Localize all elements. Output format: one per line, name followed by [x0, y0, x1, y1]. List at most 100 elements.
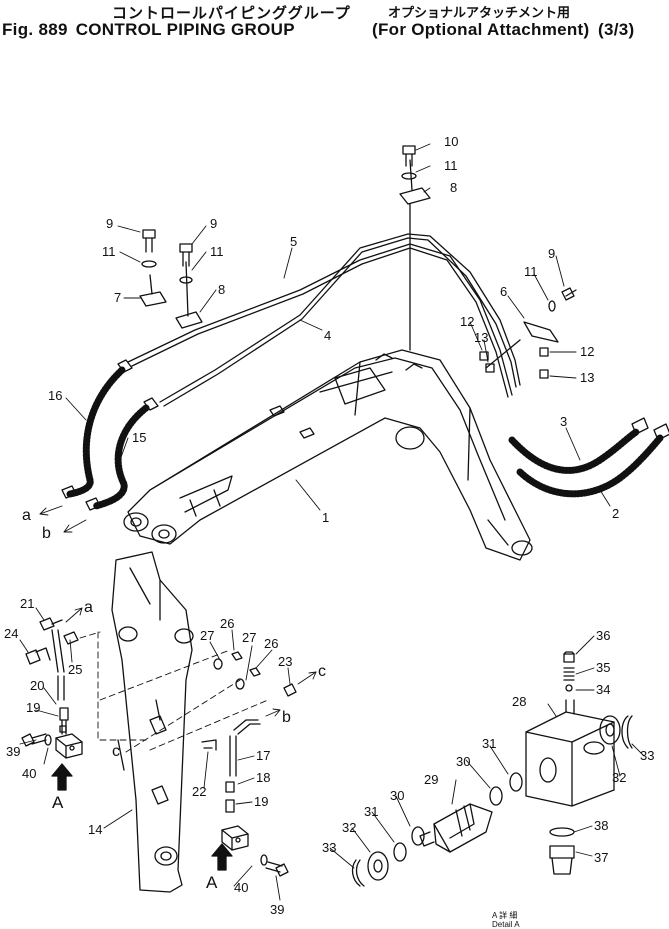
callout-9-center: 9 [210, 216, 217, 231]
detail-a-spool-29 [419, 803, 493, 853]
figure-name: CONTROL PIPING GROUP [75, 20, 295, 39]
callout-13-right: 13 [580, 370, 594, 385]
washer-40-right [260, 854, 268, 866]
elbow-22 [201, 739, 217, 751]
detail-a-valve-block [525, 699, 615, 807]
detail-a-plug-37 [549, 845, 575, 875]
callout-30-right: 30 [456, 754, 470, 769]
callout-40-left: 40 [22, 766, 36, 781]
callout-11-top: 11 [444, 158, 458, 173]
figure-subtitle: (For Optional Attachment) [372, 20, 590, 39]
clamp-6 [485, 321, 559, 369]
callout-20: 20 [30, 678, 44, 693]
callout-36: 36 [596, 628, 610, 643]
callout-32-right: 32 [612, 770, 626, 785]
ref-A-left: A [52, 793, 64, 812]
hose-16 [61, 359, 133, 499]
clamp-8-left [175, 261, 203, 329]
callout-11-right: 11 [524, 264, 538, 279]
callout-2: 2 [612, 506, 619, 521]
callout-29: 29 [424, 772, 438, 787]
callout-21: 21 [20, 596, 34, 611]
fitting-24 [25, 647, 51, 665]
callout-24: 24 [4, 626, 18, 641]
callout-11-center: 11 [210, 244, 224, 259]
callout-11-left: 11 [102, 244, 116, 259]
callout-leaders-detail [329, 635, 645, 869]
detail-label-en: Detail A [492, 920, 520, 929]
washer-11-left [141, 260, 157, 268]
callout-26-left: 26 [220, 616, 234, 631]
callout-38: 38 [594, 818, 608, 833]
callout-22: 22 [192, 784, 206, 799]
callout-14: 14 [88, 822, 102, 837]
detail-a-spring-35 [563, 667, 575, 681]
callout-leaders-lower [19, 607, 291, 901]
hose-3 [508, 417, 649, 474]
callout-numbers: 1 2 3 4 5 6 7 8 8 9 9 9 10 11 11 11 11 1… [4, 134, 654, 917]
clamp-7 [139, 274, 167, 307]
ref-arrows-upper [39, 505, 87, 533]
callout-12-left: 12 [460, 314, 474, 329]
view-arrow-A-left [51, 763, 73, 791]
detail-a-oring-38 [549, 827, 575, 837]
bolt-10 [402, 145, 416, 167]
callout-16: 16 [48, 388, 62, 403]
bolt-9-left [142, 229, 156, 253]
callout-18: 18 [256, 770, 270, 785]
view-arrow-A-right [211, 843, 233, 871]
callout-37: 37 [594, 850, 608, 865]
arm-assembly [111, 551, 194, 893]
callout-9-right: 9 [548, 246, 555, 261]
washer-11-center [179, 276, 193, 284]
callout-26-right: 26 [264, 636, 278, 651]
hose-15 [85, 397, 159, 511]
ref-b-lower: b [282, 709, 291, 726]
valve-block-left [55, 675, 83, 759]
callout-7: 7 [114, 290, 121, 305]
callout-leaders-upper [65, 143, 611, 511]
detail-a-snapring-33-right [621, 715, 633, 749]
pipe-20 [51, 629, 65, 673]
detail-a-oring-30-right [489, 786, 503, 806]
callout-39-right: 39 [270, 902, 284, 917]
washer-11-top [401, 172, 417, 180]
page-indicator: (3/3) [598, 20, 635, 39]
callout-19-left: 19 [26, 700, 40, 715]
ref-b-upper: b [42, 525, 51, 542]
ref-A-right: A [206, 873, 218, 892]
callout-27-left: 27 [200, 628, 214, 643]
detail-a-ball-34 [565, 684, 573, 692]
callout-35: 35 [596, 660, 610, 675]
callout-33-left: 33 [322, 840, 336, 855]
detail-a-plug-36 [563, 651, 575, 663]
fitting-25 [63, 631, 79, 645]
ref-c-arm: c [112, 743, 120, 760]
washer-40-left [44, 734, 52, 746]
pipe-5 [159, 233, 521, 407]
callout-30-left: 30 [390, 788, 404, 803]
japanese-title: コントロールパイピンググループ [112, 4, 351, 22]
ref-a-upper: a [22, 507, 31, 524]
detail-a-washer-32-right [599, 715, 621, 745]
bolt-39-left [21, 733, 47, 747]
routing-lines [79, 631, 269, 753]
callout-27-right: 27 [242, 630, 256, 645]
washer-11-right [548, 300, 556, 312]
valve-block-right [221, 719, 261, 851]
callout-10: 10 [444, 134, 458, 149]
callout-31-right: 31 [482, 736, 496, 751]
detail-a-oring-30-left [411, 826, 425, 846]
detail-a-oring-31-right [509, 772, 523, 792]
figure-number: Fig. 889 [2, 20, 68, 39]
callout-40-right: 40 [234, 880, 248, 895]
callout-13-left: 13 [474, 330, 488, 345]
detail-a-oring-31-left [393, 842, 407, 862]
callout-4: 4 [324, 328, 331, 343]
callout-19-right: 19 [254, 794, 268, 809]
hose-2 [516, 423, 669, 498]
clamp-8-top [399, 159, 431, 351]
bolt-9-right [561, 287, 577, 301]
callout-8-left: 8 [218, 282, 225, 297]
